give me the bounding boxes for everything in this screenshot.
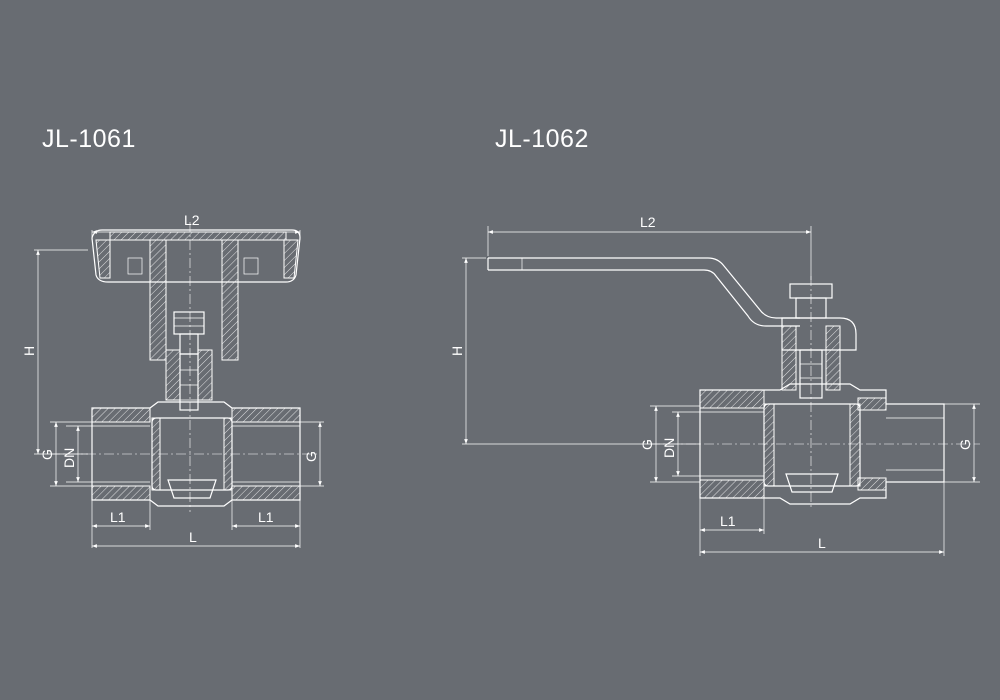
dimension-dn: DN (61, 425, 92, 483)
label-dn: DN (661, 438, 677, 458)
dimension-l1: L1 (699, 498, 765, 556)
label-g-right: G (303, 451, 319, 462)
label-g-right: G (957, 439, 973, 450)
dimension-h: H (21, 249, 88, 455)
dimension-dn: DN (661, 411, 700, 477)
label-l1-right: L1 (258, 509, 274, 525)
model-title-jl-1062: JL-1062 (495, 125, 589, 153)
label-l1-left: L1 (110, 509, 126, 525)
label-g-left: G (39, 449, 55, 460)
label-h: H (449, 346, 465, 356)
label-l: L (818, 535, 826, 551)
dimension-l1-right: L1 (231, 500, 301, 548)
dimension-g-left: G (39, 421, 92, 487)
stem-assembly (165, 311, 213, 411)
label-h: H (21, 346, 37, 356)
valve-body (699, 383, 945, 505)
label-l1: L1 (720, 513, 736, 529)
dimension-l2: L2 (91, 212, 301, 240)
label-dn: DN (61, 448, 77, 468)
label-g-left: G (639, 439, 655, 450)
stem-assembly (781, 283, 857, 399)
lever-handle (487, 257, 800, 327)
dimension-g-right: G (944, 403, 980, 483)
dimension-h: H (449, 257, 700, 445)
dimension-l2: L2 (487, 214, 812, 280)
label-l2: L2 (640, 214, 656, 230)
label-l: L (189, 529, 197, 545)
valve-jl-1062: L2 H G DN G L1 (449, 214, 980, 556)
model-title-jl-1061: JL-1061 (42, 125, 136, 153)
dimension-g-right: G (300, 421, 324, 487)
dimension-l1-left: L1 (91, 500, 151, 548)
dimension-l: L (92, 529, 300, 548)
valve-jl-1061: L2 H G DN G L1 (21, 212, 324, 548)
t-handle (91, 229, 301, 361)
dimension-g-left: G (639, 405, 700, 483)
label-l2: L2 (184, 212, 200, 228)
dimension-l: L (700, 482, 945, 556)
